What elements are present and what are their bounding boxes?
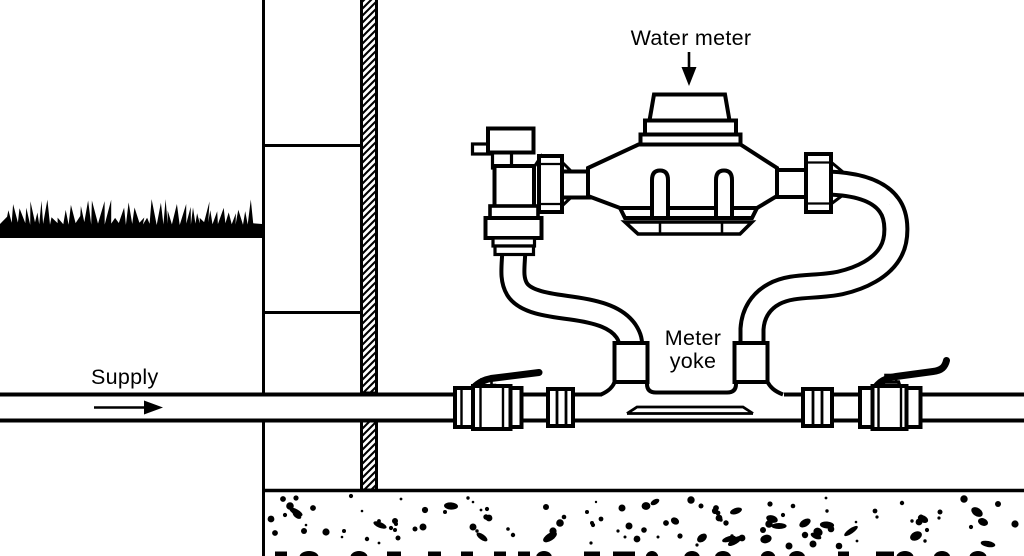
meter-inlet-coupling <box>537 154 574 214</box>
concrete-floor <box>263 488 1024 556</box>
yoke-inner-arch <box>645 380 738 395</box>
flow-arrow-icon <box>94 400 163 415</box>
concrete-texture <box>267 493 1019 556</box>
pipe-union-left <box>546 387 575 428</box>
labels: Water meter Supply Meter yoke <box>91 26 751 389</box>
valve-flange-left <box>453 386 475 429</box>
relief-valve-band3 <box>493 244 536 257</box>
grass <box>0 199 262 238</box>
pipe-union-right <box>801 387 834 428</box>
relief-valve-body <box>492 164 536 210</box>
meter-body <box>586 142 779 210</box>
valve-handle <box>870 357 950 394</box>
yoke-tube-right <box>738 169 910 352</box>
yoke-collar-right <box>732 341 770 384</box>
meter-yoke-label-line2: yoke <box>670 349 717 373</box>
relief-valve-cap <box>486 126 536 155</box>
yoke-collar-left <box>612 341 650 384</box>
water-meter <box>537 92 844 236</box>
meter-slot-left <box>650 168 670 220</box>
wall-hatch-lower <box>360 419 378 492</box>
meter-register-cap <box>647 92 732 123</box>
left-shutoff-valve <box>453 369 575 431</box>
meter-yoke-saddle <box>600 341 784 415</box>
meter-yoke-label-line1: Meter <box>665 326 721 350</box>
down-arrow-icon <box>681 52 697 86</box>
relief-valve-nut <box>483 216 544 240</box>
meter-band-upper <box>643 118 738 137</box>
meter-yoke <box>499 169 910 353</box>
right-shutoff-valve <box>801 357 950 431</box>
yoke-base-plate <box>626 405 754 415</box>
water-meter-label: Water meter <box>631 26 752 50</box>
valve-body <box>471 384 513 431</box>
supply-label: Supply <box>91 365 159 389</box>
valve-flange-right <box>904 386 923 429</box>
meter-base <box>618 207 759 236</box>
meter-slot-right <box>714 168 734 220</box>
valve-flange-right <box>508 386 524 429</box>
wall-hatch-upper <box>360 0 378 395</box>
yoke-tube-left <box>499 243 645 353</box>
meter-outlet-coupling <box>804 152 844 214</box>
